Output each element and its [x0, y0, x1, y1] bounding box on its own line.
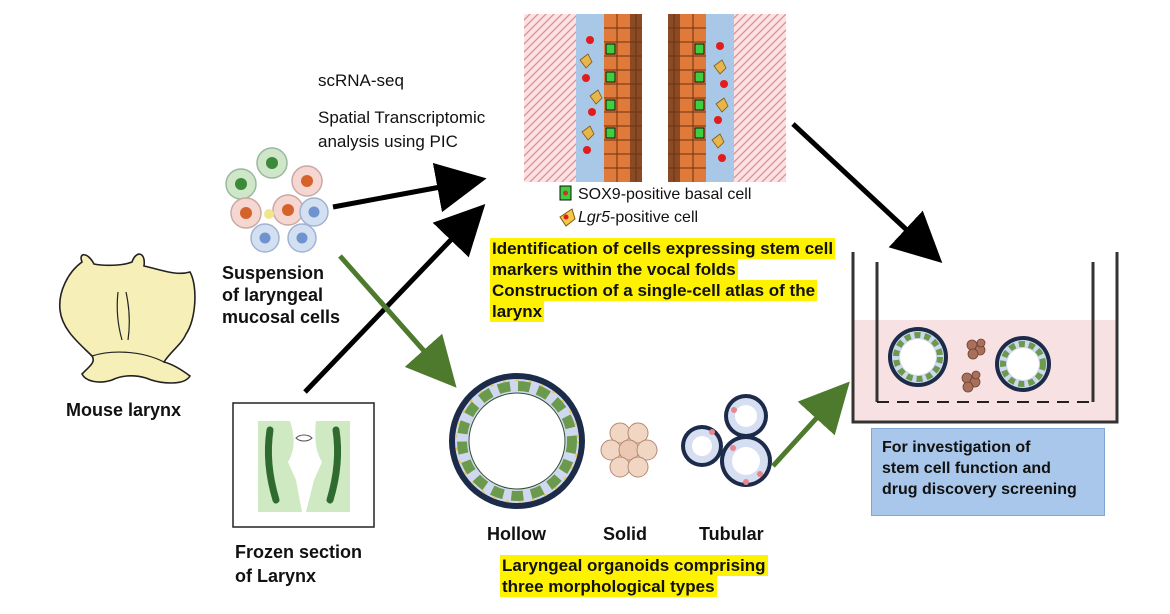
suspension-line-3: mucosal cells	[222, 307, 341, 327]
investigation-box: For investigation of stem cell function …	[871, 428, 1105, 516]
suspension-line-2: of laryngeal	[222, 285, 324, 305]
frozen-section-illustration	[232, 402, 375, 528]
sox9-legend-label: SOX9-positive basal cell	[578, 186, 752, 203]
stem-cell-highlight: Identification of cells expressing stem …	[490, 238, 836, 322]
atlas-line-2: larynx	[490, 301, 545, 322]
solid-organoid-illustration	[600, 422, 658, 478]
suspension-line-1: Suspension	[222, 263, 325, 283]
stem-cell-line-1: Identification of cells expressing stem …	[490, 238, 836, 259]
organoid-highlight: Laryngeal organoids comprising three mor…	[500, 555, 768, 597]
spatial-analysis-label: analysis using PIC	[318, 132, 458, 151]
tubular-organoid-illustration	[681, 394, 772, 487]
arrow-organoids-to-well	[771, 381, 850, 468]
arrow-tissue-to-well	[791, 122, 943, 264]
mouse-larynx-illustration	[58, 253, 196, 384]
lgr5-gene-name: Lgr5	[578, 209, 611, 226]
scrna-seq-label: scRNA-seq	[318, 71, 404, 90]
hollow-organoid-illustration	[449, 373, 585, 509]
spatial-transcriptomic-label: Spatial Transcriptomic	[318, 108, 486, 127]
frozen-line-2: of Larynx	[235, 566, 317, 586]
arrow-suspension-to-tissue	[332, 162, 487, 213]
lgr5-cell-icon	[559, 208, 576, 227]
organoid-line-1: Laryngeal organoids comprising	[500, 555, 768, 576]
culture-well-illustration	[851, 252, 1119, 424]
organoid-line-2: three morphological types	[500, 576, 717, 597]
hollow-label: Hollow	[487, 524, 546, 544]
suspension-label: Suspension of laryngeal mucosal cells	[222, 262, 340, 328]
vocal-fold-tissue-diagram	[524, 14, 786, 182]
cell-suspension-illustration	[225, 147, 329, 253]
frozen-section-label: Frozen section of Larynx	[235, 540, 362, 588]
stem-cell-line-2: markers within the vocal folds	[490, 259, 738, 280]
tubular-label: Tubular	[699, 524, 764, 544]
investigation-line-2: stem cell function and	[882, 460, 1051, 477]
frozen-line-1: Frozen section	[235, 542, 363, 562]
lgr5-legend-label: Lgr5-positive cell	[578, 207, 698, 228]
investigation-line-1: For investigation of	[882, 439, 1031, 456]
arrow-suspension-to-organoids	[338, 254, 457, 388]
mouse-larynx-label: Mouse larynx	[66, 400, 182, 420]
lgr5-legend-rest: -positive cell	[610, 209, 699, 226]
investigation-line-3: drug discovery screening	[882, 481, 1077, 498]
solid-label: Solid	[603, 524, 647, 544]
sox9-cell-icon	[559, 185, 572, 201]
atlas-line-1: Construction of a single-cell atlas of t…	[490, 280, 818, 301]
